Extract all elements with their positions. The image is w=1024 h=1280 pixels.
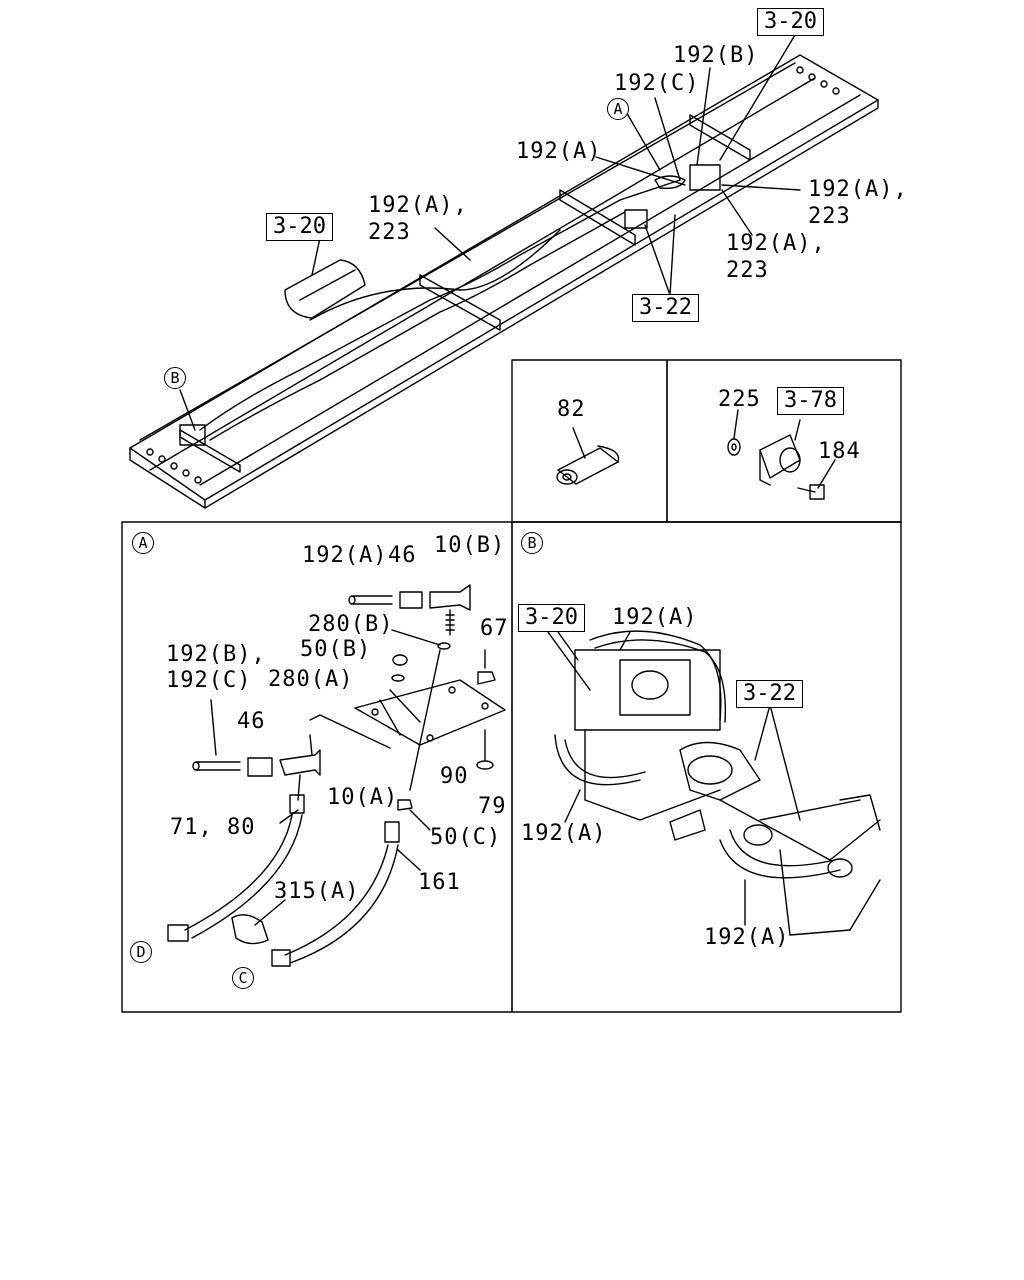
- label-192a-panel-a: 192(A): [302, 543, 388, 568]
- label-225: 225: [718, 387, 761, 412]
- ref-3-78[interactable]: 3-78: [777, 387, 844, 415]
- label-192a-223-left-line1: 192(A),: [368, 193, 468, 218]
- label-192c: 192(C): [166, 668, 252, 693]
- label-280a: 280(A): [268, 667, 354, 692]
- box-82-frame: [511, 359, 668, 523]
- label-192a-panel-b-top: 192(A): [612, 605, 698, 630]
- ref-3-20-left[interactable]: 3-20: [266, 213, 333, 241]
- label-280b: 280(B): [308, 612, 394, 637]
- bracket-drawing: [727, 409, 836, 500]
- label-161: 161: [418, 870, 461, 895]
- top-leader-lines: [179, 34, 801, 431]
- ref-3-22-top[interactable]: 3-22: [632, 294, 699, 322]
- label-192a-223-r2-line2: 223: [726, 258, 769, 283]
- spacer-82-drawing: [556, 427, 620, 485]
- panel-a-drawing: [167, 584, 506, 967]
- label-192a-223-r1-line1: 192(A),: [808, 177, 908, 202]
- ref-3-20-panel-b[interactable]: 3-20: [518, 604, 585, 632]
- callout-circle-d: D: [130, 941, 152, 963]
- label-46-left: 46: [237, 709, 266, 734]
- label-10a: 10(A): [327, 785, 399, 810]
- ref-3-20-top[interactable]: 3-20: [757, 8, 824, 36]
- label-192b: 192(B): [673, 43, 759, 68]
- label-315a: 315(A): [274, 879, 360, 904]
- label-79: 79: [478, 794, 507, 819]
- label-184: 184: [818, 439, 861, 464]
- callout-circle-b-top: B: [164, 367, 186, 389]
- label-192a-223-r1-line2: 223: [808, 204, 851, 229]
- panel-b-drawing: [547, 630, 881, 936]
- panel-b-circle: B: [521, 532, 543, 554]
- ref-3-22-panel-b[interactable]: 3-22: [736, 680, 803, 708]
- label-192b: 192(B),: [166, 642, 266, 667]
- chassis-frame: [129, 54, 879, 509]
- box-bracket-frame: [666, 359, 902, 523]
- label-50b: 50(B): [300, 637, 372, 662]
- panel-a-circle: A: [132, 532, 154, 554]
- callout-circle-a-top: A: [607, 98, 629, 120]
- panel-b-frame: [511, 521, 902, 1013]
- label-192a-223-r2-line1: 192(A),: [726, 231, 826, 256]
- label-67: 67: [480, 616, 509, 641]
- label-90: 90: [440, 764, 469, 789]
- label-46-top: 46: [388, 543, 417, 568]
- label-10b: 10(B): [434, 533, 506, 558]
- label-192a-top: 192(A): [516, 139, 602, 164]
- label-192a-223-left-line2: 223: [368, 220, 411, 245]
- label-82: 82: [557, 397, 586, 422]
- label-50c: 50(C): [430, 825, 502, 850]
- label-192c: 192(C): [614, 71, 700, 96]
- callout-circle-c: C: [232, 967, 254, 989]
- label-192a-panel-b-bottom: 192(A): [704, 925, 790, 950]
- label-192a-panel-b-left: 192(A): [521, 821, 607, 846]
- label-71-80: 71, 80: [170, 815, 256, 840]
